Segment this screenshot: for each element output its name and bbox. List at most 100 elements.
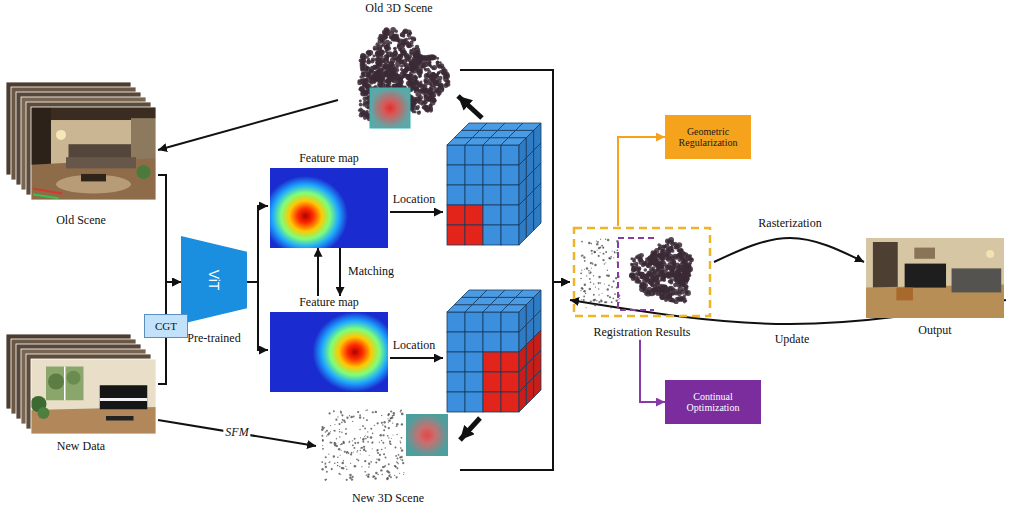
figure-part — [336, 438, 337, 439]
figure-part — [679, 278, 685, 284]
figure-part — [391, 438, 392, 439]
figure-part — [483, 352, 501, 372]
connector — [714, 238, 864, 262]
figure-part — [684, 286, 688, 290]
figure-part — [399, 473, 400, 474]
figure-part — [106, 416, 134, 421]
figure-part — [414, 74, 417, 77]
figure-part — [369, 464, 370, 465]
figure-part — [580, 278, 581, 279]
figure-part — [33, 189, 62, 194]
figure-part — [679, 253, 683, 257]
location-arrow — [390, 357, 443, 359]
figure-part — [585, 293, 586, 294]
illustration — [864, 238, 1006, 318]
figure-part — [385, 427, 386, 428]
figure-part — [359, 102, 363, 106]
figure-part — [365, 438, 366, 439]
figure-part — [686, 285, 689, 288]
figure-part — [381, 474, 383, 476]
figure-part — [366, 475, 367, 476]
illustration — [268, 312, 390, 392]
figure-part — [593, 251, 595, 253]
figure-part — [366, 60, 370, 64]
figure-part — [618, 238, 654, 310]
figure-part — [324, 479, 326, 481]
figure-part — [914, 248, 935, 259]
figure-part — [593, 275, 594, 276]
figure-part — [595, 286, 596, 287]
figure-part — [334, 430, 335, 431]
figure-part — [676, 275, 679, 278]
figure-part — [447, 392, 465, 412]
figure-part — [329, 462, 330, 463]
figure-part — [501, 205, 519, 225]
figure-part — [402, 462, 404, 464]
figure-part — [388, 76, 391, 79]
figure-part — [393, 412, 395, 414]
figure-part — [661, 296, 664, 299]
figure-part — [325, 456, 327, 458]
figure-part — [483, 312, 501, 332]
figure-part — [598, 276, 601, 279]
figure-part — [386, 51, 389, 54]
figure-part — [350, 453, 352, 455]
figure-part — [382, 43, 386, 47]
figure-part — [322, 439, 324, 441]
connector — [640, 340, 665, 402]
figure-part — [602, 259, 604, 261]
figure-part — [333, 443, 334, 444]
figure-part — [357, 450, 358, 451]
figure-part — [465, 372, 483, 392]
figure-part — [431, 77, 436, 82]
figure-part — [368, 476, 370, 478]
figure-part — [667, 296, 672, 301]
figure-part — [673, 289, 677, 293]
figure-part — [609, 306, 610, 307]
figure-part — [483, 185, 501, 205]
figure-part — [600, 252, 601, 253]
figure-part — [415, 87, 419, 91]
figure-part — [519, 218, 526, 245]
process-box: Geometric Regularization — [665, 115, 751, 159]
edge-label: SFM — [223, 426, 250, 440]
point-cloud: Old 3D Scene — [338, 2, 460, 138]
figure-part — [358, 88, 360, 90]
figure-part — [385, 57, 388, 60]
figure-part — [377, 452, 379, 454]
figure-part — [341, 422, 343, 424]
figure-part — [501, 352, 519, 372]
figure-part — [600, 300, 603, 303]
figure-part — [377, 474, 378, 475]
figure-part — [354, 465, 357, 468]
figure-part — [583, 301, 584, 302]
figure-part — [329, 461, 330, 462]
figure-part — [421, 103, 423, 105]
figure-part — [420, 83, 425, 88]
figure-part — [385, 54, 388, 57]
figure-part — [401, 423, 403, 425]
figure-part — [588, 270, 589, 271]
illustration — [338, 18, 460, 138]
figure-part — [325, 464, 326, 465]
figure-part — [375, 411, 377, 413]
figure-part — [360, 454, 361, 455]
figure-art — [270, 312, 388, 392]
figure-part — [372, 411, 374, 413]
figure-part — [602, 246, 604, 248]
figure-part — [610, 258, 612, 260]
figure-part — [31, 407, 156, 434]
figure-part — [589, 270, 590, 271]
figure-part — [611, 286, 613, 288]
figure-part — [383, 35, 388, 40]
figure-part — [396, 423, 398, 425]
figure-part — [356, 451, 357, 452]
edge-label: Rasterization — [756, 217, 823, 231]
figure-part — [584, 290, 586, 292]
figure-part — [399, 457, 401, 459]
figure-part — [652, 254, 655, 257]
figure-part — [407, 56, 411, 60]
figure-part — [669, 281, 673, 285]
